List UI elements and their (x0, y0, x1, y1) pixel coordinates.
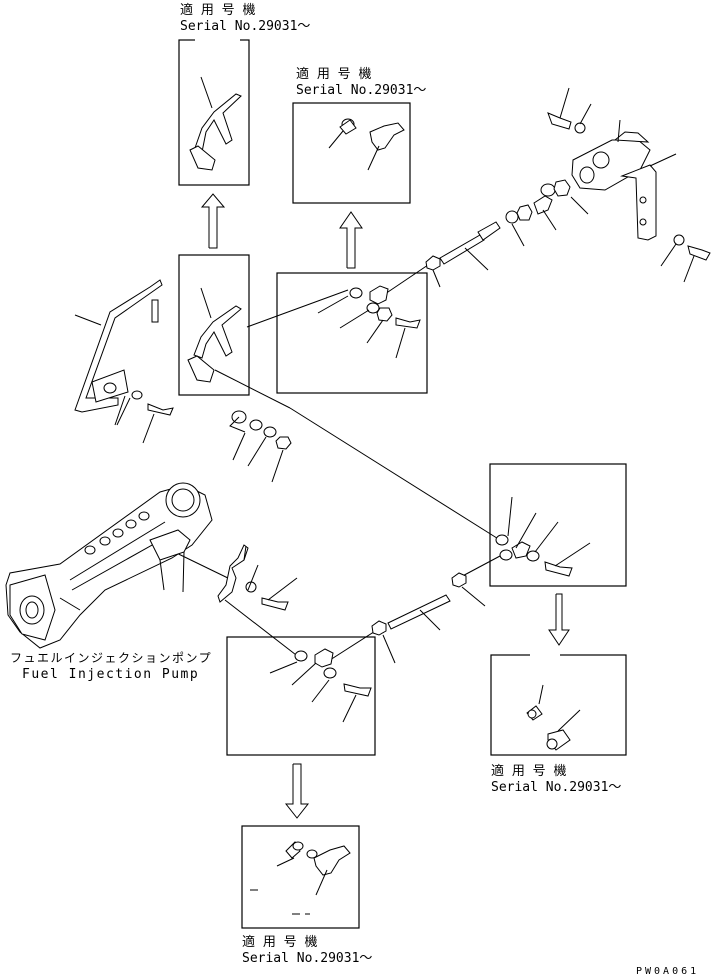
pedal-bracket (74, 279, 163, 426)
serial-note-en: Serial No.29031～ (491, 780, 622, 795)
link-line-joint-to-rod (381, 264, 429, 297)
link-line-pedal-to-joint (246, 289, 349, 328)
arrow-down-2 (284, 763, 310, 819)
serial-note-jp: 適 用 号 機 (491, 764, 567, 779)
pump-lever-joint-parts (495, 496, 591, 577)
pedal-joint-parts (317, 285, 421, 359)
ball-joint-parts-serial (328, 118, 405, 171)
link-line-bracket-to-pump-joint (224, 599, 301, 659)
detail-box-ball-joint-serial (292, 102, 411, 204)
arrow-up-1 (200, 193, 226, 249)
pump-bracket (217, 544, 298, 611)
pump-label-en: Fuel Injection Pump (22, 667, 200, 682)
drawing-code: PW0A061 (636, 966, 700, 977)
serial-note-jp: 適 用 号 機 (180, 3, 256, 18)
serial-note-en: Serial No.29031～ (296, 83, 427, 98)
pump-lever-parts-serial (526, 684, 581, 751)
arrow-down-1 (548, 593, 570, 646)
throttle-joint-parts (505, 179, 589, 247)
pump-joint-parts (269, 648, 372, 723)
actuator-bolts (547, 87, 711, 283)
serial-note-en: Serial No.29031～ (242, 951, 373, 966)
link-line-pump-joint-to-rod (329, 627, 381, 661)
fuel-injection-pump (5, 482, 213, 649)
pedal-part (187, 287, 242, 383)
pump-label-jp: フュエルインジェクションポンプ (10, 651, 213, 665)
arrow-up-2 (339, 211, 363, 269)
detail-box-pump-lever-joint (489, 463, 627, 587)
rod-lower (371, 572, 486, 664)
detail-box-pump-joint-serial (241, 825, 360, 929)
link-line-pedal-to-pump-lever-2 (289, 407, 501, 541)
serial-note-jp: 適 用 号 機 (242, 935, 318, 950)
serial-note-en: Serial No.29031～ (180, 19, 311, 34)
rod-upper (425, 221, 501, 288)
throttle-actuator (571, 119, 677, 241)
pump-joint-parts-serial (250, 841, 351, 915)
link-line-pedal-to-pump-lever (214, 369, 291, 409)
pedal-bracket-fasteners (116, 390, 292, 483)
pedal-part-serial (189, 76, 242, 171)
serial-note-jp: 適 用 号 機 (296, 67, 372, 82)
